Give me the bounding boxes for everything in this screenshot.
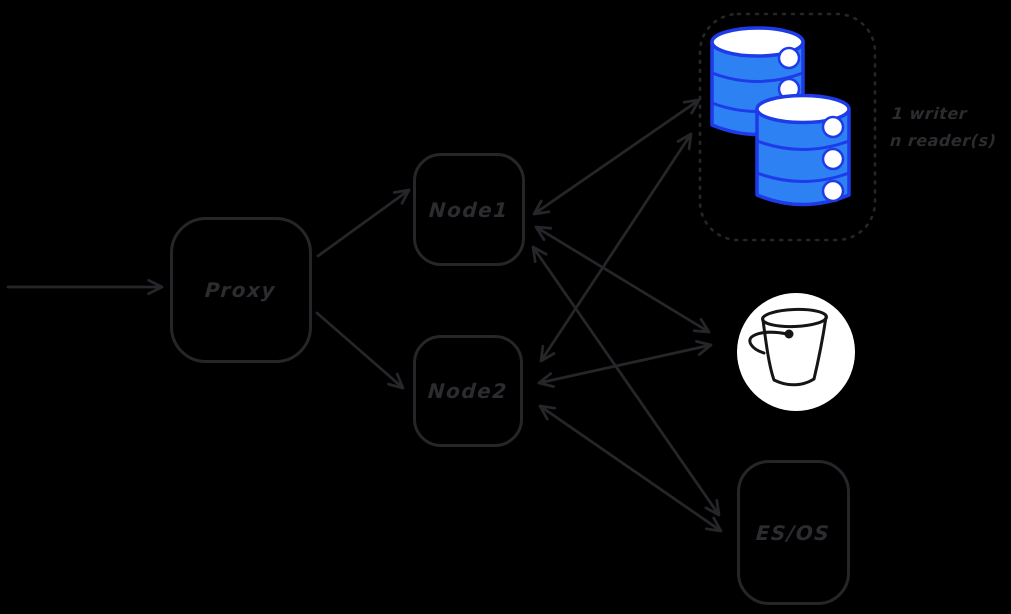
bucket-body	[761, 315, 828, 387]
db-front-band-line	[756, 171, 850, 183]
edge-proxy-node1	[316, 188, 411, 258]
db-back-led	[777, 46, 801, 70]
db-front-led	[821, 179, 845, 203]
db-back-band-line	[711, 71, 804, 83]
db-cluster-annotation: 1 writer n reader(s)	[889, 100, 999, 154]
node-proxy[interactable]: Proxy	[170, 217, 312, 363]
db-front-band-line	[756, 139, 850, 151]
node-node1[interactable]: Node1	[413, 153, 525, 266]
edge-node2-esos	[538, 404, 723, 533]
bucket-rim	[761, 307, 828, 329]
bucket-handle-knob	[784, 329, 794, 339]
db-front-top	[755, 93, 851, 125]
bucket-icon[interactable]	[737, 293, 855, 411]
edge-client-proxy	[6, 278, 164, 296]
node-node2[interactable]: Node2	[413, 335, 523, 447]
database-icon-front[interactable]	[755, 93, 851, 207]
edges-layer-group	[6, 98, 723, 533]
db-front-led	[821, 115, 845, 139]
edge-node1-bucket	[534, 225, 711, 334]
db-back-top	[710, 26, 805, 58]
edge-node1-db_cluster	[532, 98, 701, 216]
node-node2-label: Node2	[427, 379, 509, 403]
edge-node2-bucket	[537, 340, 713, 388]
edge-proxy-node2	[315, 311, 405, 390]
node-node1-label: Node1	[428, 197, 510, 222]
node-esos-label: ES/OS	[755, 520, 832, 545]
db-front-led	[821, 147, 845, 171]
db-cluster-container[interactable]	[698, 12, 877, 242]
edge-node2-db_cluster	[539, 132, 693, 363]
annotation-line-2: n reader(s)	[889, 131, 998, 151]
edge-node1-esos	[531, 245, 721, 517]
node-esos[interactable]: ES/OS	[737, 460, 850, 605]
node-proxy-label: Proxy	[204, 278, 278, 302]
annotation-line-1: 1 writer	[891, 104, 968, 123]
bucket-handle	[748, 330, 789, 355]
